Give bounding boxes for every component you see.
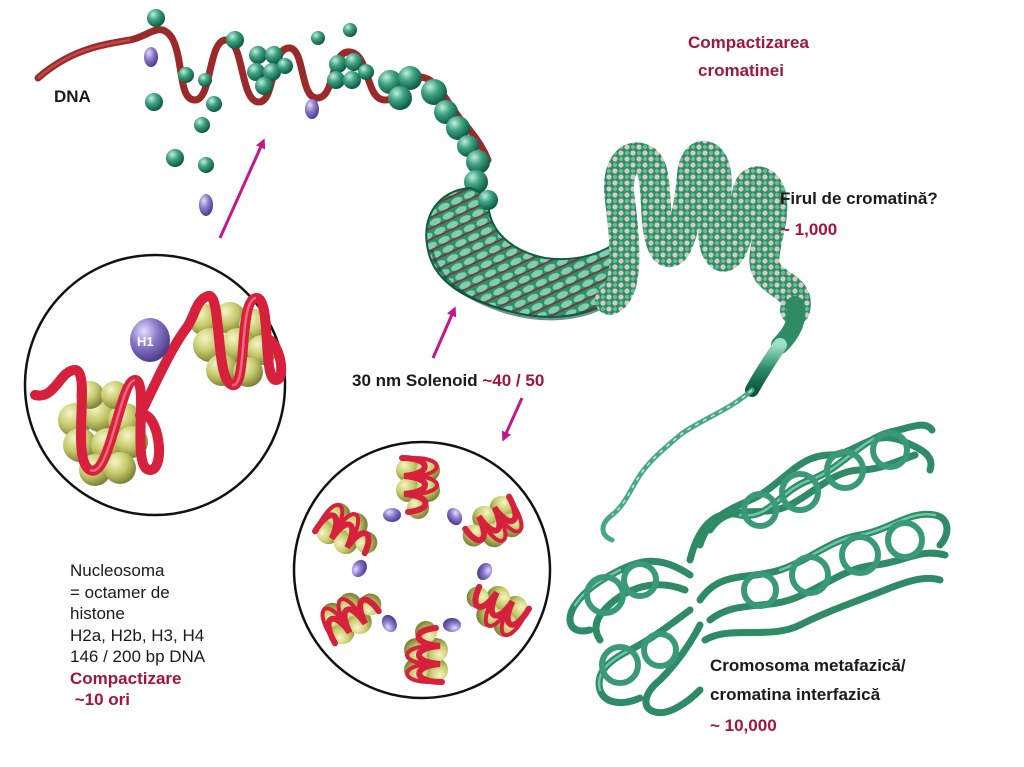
arrow-to-dna	[218, 138, 266, 239]
compaction-factor: ~10 ori	[70, 690, 131, 709]
metaphase-factor: ~ 10,000	[710, 716, 777, 735]
nucleosome-clusters	[247, 46, 490, 194]
nucleosome-line: H2a, H2b, H3, H4	[70, 625, 205, 645]
nucleosome-inset	[23, 253, 287, 517]
nucleosome-line: Nucleosoma	[70, 561, 165, 580]
solenoid-factor: ~40 / 50	[482, 371, 545, 390]
metaphase-line-2: cromatina interfazică	[710, 685, 881, 704]
solenoid-name: 30 nm Solenoid	[352, 371, 478, 390]
arrows	[218, 138, 524, 442]
title-line-2: cromatinei	[698, 61, 784, 80]
nucleosome-line: histone	[70, 604, 125, 623]
nucleosome-description: Nucleosoma = octamer de histone H2a, H2b…	[70, 560, 205, 711]
compaction-label: Compactizare	[70, 668, 182, 688]
nucleosome-petal	[383, 455, 440, 522]
h1-linkers	[144, 47, 319, 216]
title-line-1: Compactizarea	[688, 33, 809, 52]
chromatin-fiber	[595, 141, 811, 543]
nucleosome-line: 146 / 200 bp DNA	[70, 647, 206, 666]
metaphase-chromosome	[566, 421, 951, 717]
arrow-to-solenoid	[431, 306, 457, 359]
fiber-label: Firul de cromatină?	[780, 189, 938, 208]
solenoid-label: 30 nm Solenoid ~40 / 50	[352, 370, 544, 391]
arrow-to-rosette	[501, 397, 524, 442]
dna-label: DNA	[54, 87, 91, 106]
h1-linker	[130, 318, 170, 362]
histone-beads-free	[145, 9, 357, 173]
metaphase-line-1: Cromosoma metafazică/	[710, 656, 906, 675]
solenoid-inset	[292, 440, 552, 700]
fiber-factor: ~ 1,000	[780, 220, 838, 239]
nucleosome-line: = octamer de	[70, 582, 170, 602]
h1-label: H1	[137, 334, 154, 349]
